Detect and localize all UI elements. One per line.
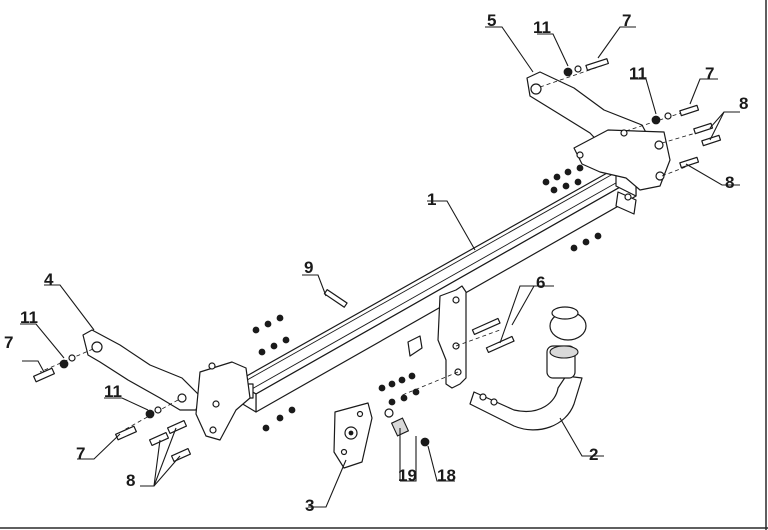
callout-19: 19 [398, 466, 417, 485]
bolts-left [33, 354, 192, 463]
tow-ball [469, 306, 587, 431]
callout-11-right: 11 [629, 64, 647, 83]
callout-6: 6 [536, 273, 545, 292]
nut-cluster-centre [378, 372, 420, 406]
nut-cluster-right [542, 164, 602, 252]
callout-2: 2 [589, 445, 598, 464]
spring-and-nut [384, 408, 430, 447]
callout-7-top: 7 [622, 11, 631, 30]
callout-7-left: 7 [4, 333, 13, 352]
bolt-9 [323, 289, 348, 308]
callout-4: 4 [44, 270, 54, 289]
callout-11-mid: 11 [104, 382, 122, 401]
bolt-set-top [563, 58, 722, 169]
callout-9: 9 [304, 258, 313, 277]
socket-plate [333, 402, 373, 469]
callout-3: 3 [305, 496, 314, 515]
nut-cluster-left [252, 314, 296, 432]
left-bracket [39, 329, 251, 441]
callout-7-right: 7 [705, 64, 714, 83]
callout-8-right-top: 8 [739, 94, 748, 113]
leader-lines [20, 26, 740, 508]
bolts-6 [471, 317, 515, 354]
callout-7-bottom: 7 [76, 444, 85, 463]
callout-5: 5 [487, 11, 496, 30]
callout-1: 1 [427, 190, 436, 209]
ball-mount-plate [399, 285, 501, 397]
callout-11-top: 11 [533, 18, 551, 37]
callout-18: 18 [437, 466, 456, 485]
callout-8-right-bottom: 8 [725, 173, 734, 192]
callout-11-left: 11 [20, 308, 38, 327]
callout-8-left: 8 [126, 471, 135, 490]
right-bracket [526, 64, 707, 201]
